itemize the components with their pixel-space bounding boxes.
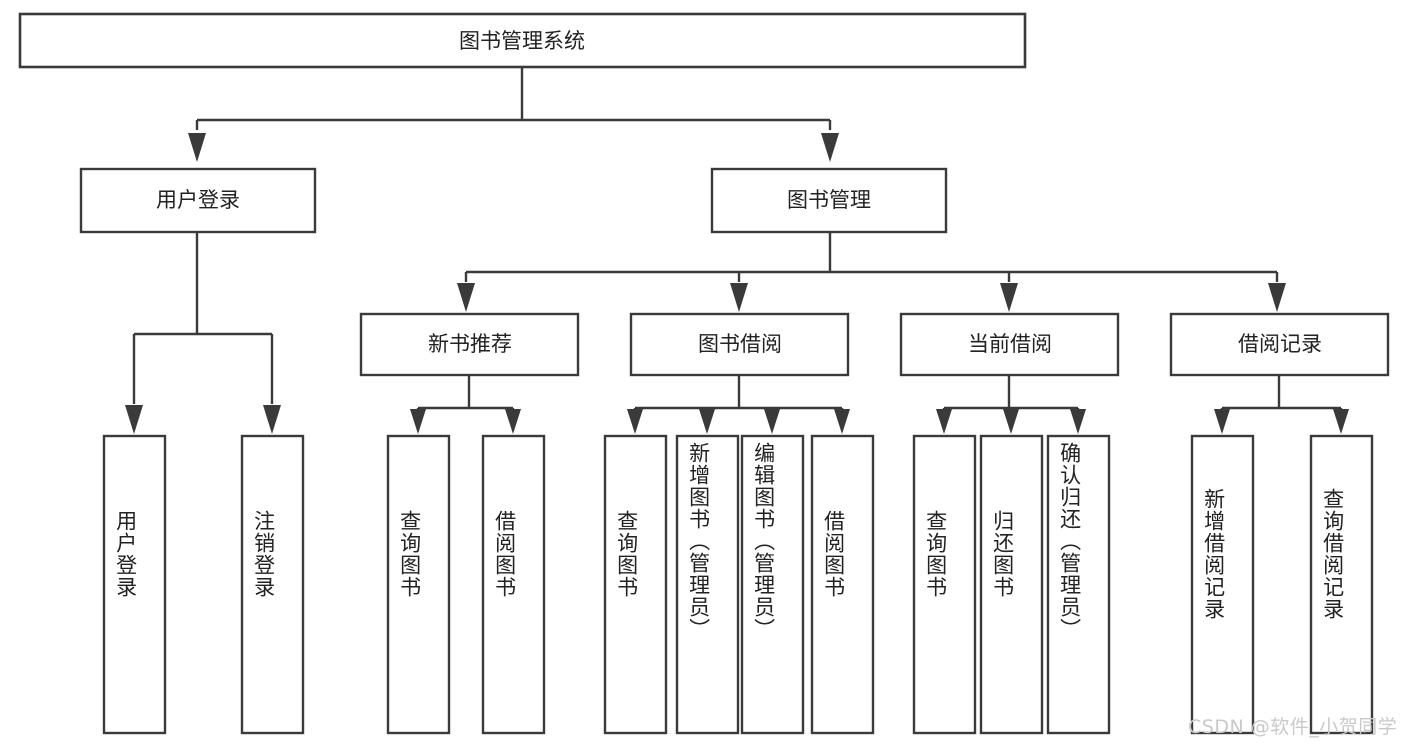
node-book-borrow-box[interactable] (629, 312, 850, 377)
node-leaf-borrow-borrow-book-box[interactable] (810, 434, 875, 735)
node-leaf-record-query-box[interactable] (1309, 434, 1374, 735)
node-user-login-label: 用户登录 (156, 188, 240, 212)
arrow-head-icon (125, 405, 143, 434)
connector-group-book-manage-to-level3 (457, 232, 1286, 312)
arrow-head-icon (188, 133, 206, 162)
arrow-head-icon (1070, 409, 1086, 434)
node-borrow-record[interactable]: 借阅记录 (1169, 312, 1390, 377)
leaf-boxes-group (102, 434, 1374, 735)
node-root-label: 图书管理系统 (459, 29, 585, 53)
node-book-borrow-label: 图书借阅 (698, 332, 782, 356)
arrow-head-icon (457, 283, 475, 312)
node-leaf-rec-borrow-book-box[interactable] (481, 434, 546, 735)
arrow-head-icon (1333, 409, 1349, 434)
node-leaf-user-login-box[interactable] (102, 434, 167, 735)
arrow-head-icon (505, 409, 521, 434)
arrow-head-icon (699, 409, 715, 434)
arrow-head-icon (1000, 283, 1018, 312)
arrow-head-icon (821, 133, 839, 162)
node-book-manage[interactable]: 图书管理 (710, 167, 948, 234)
connector-group-root-to-level2 (188, 67, 839, 162)
node-user-login-box[interactable] (79, 167, 317, 234)
arrow-head-icon (1268, 283, 1286, 312)
node-current-borrow-box[interactable] (899, 312, 1120, 377)
csdn-watermark: CSDN @软件_小贺同学 (1188, 716, 1398, 738)
node-leaf-current-query-book-box[interactable] (912, 434, 977, 735)
connector-group-borrow-record-to-leaves (1214, 375, 1349, 434)
node-root[interactable]: 图书管理系统 (18, 12, 1027, 69)
node-leaf-borrow-add-book-box[interactable] (675, 434, 740, 735)
arrow-head-icon (410, 409, 426, 434)
arrow-head-icon (764, 409, 780, 434)
node-leaf-borrow-edit-book-box[interactable] (740, 434, 805, 735)
connector-group-user-login-to-leaves (125, 232, 281, 434)
node-root-box[interactable] (18, 12, 1027, 69)
node-borrow-record-box[interactable] (1169, 312, 1390, 377)
arrow-head-icon (730, 283, 748, 312)
node-current-borrow-label: 当前借阅 (968, 332, 1052, 356)
node-new-book-recommend-label: 新书推荐 (428, 332, 512, 356)
connector-group-book-borrow-to-leaves (627, 375, 850, 434)
node-leaf-current-return-book-box[interactable] (979, 434, 1044, 735)
arrow-head-icon (627, 409, 643, 434)
arrow-head-icon (1214, 409, 1230, 434)
arrow-head-icon (263, 405, 281, 434)
node-user-login[interactable]: 用户登录 (79, 167, 317, 234)
node-leaf-rec-query-book-box[interactable] (386, 434, 451, 735)
node-book-borrow[interactable]: 图书借阅 (629, 312, 850, 377)
arrow-head-icon (1003, 409, 1019, 434)
arrow-head-icon (936, 409, 952, 434)
node-new-book-recommend-box[interactable] (359, 312, 580, 377)
node-new-book-recommend[interactable]: 新书推荐 (359, 312, 580, 377)
node-leaf-user-logout-box[interactable] (240, 434, 305, 735)
node-book-manage-label: 图书管理 (787, 188, 871, 212)
connector-group-current-borrow-to-leaves (936, 375, 1086, 434)
arrow-head-icon (834, 409, 850, 434)
node-current-borrow[interactable]: 当前借阅 (899, 312, 1120, 377)
node-leaf-current-confirm-return-box[interactable] (1046, 434, 1111, 735)
connector-group-new-book-recommend-to-leaves (410, 375, 521, 434)
node-book-manage-box[interactable] (710, 167, 948, 234)
node-borrow-record-label: 借阅记录 (1238, 332, 1322, 356)
node-leaf-borrow-query-book-box[interactable] (603, 434, 668, 735)
node-leaf-record-add-box[interactable] (1190, 434, 1255, 735)
